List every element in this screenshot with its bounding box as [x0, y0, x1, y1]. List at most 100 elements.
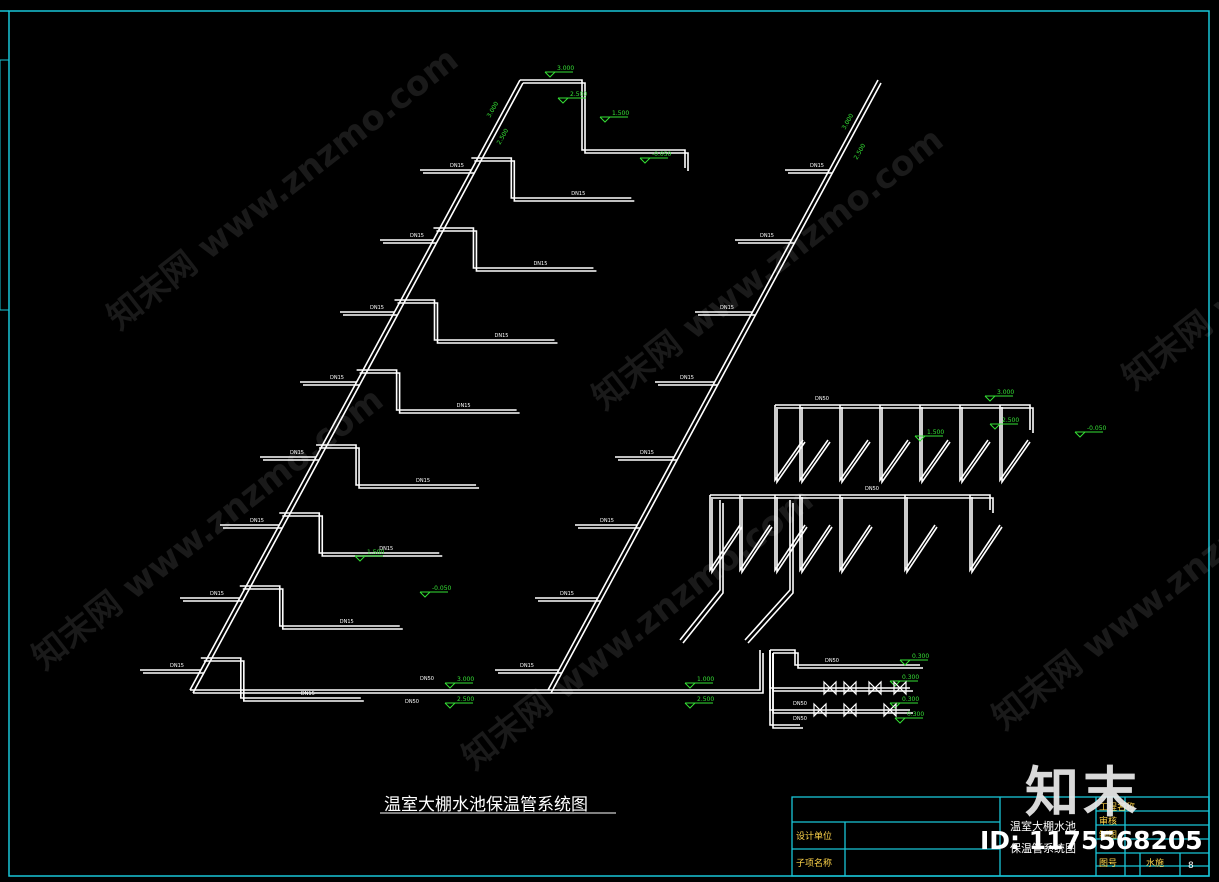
left-drop-loop — [316, 444, 477, 486]
outlet-3 — [769, 650, 910, 711]
pipe-size-label: DN15 — [301, 691, 315, 697]
upper-manifold-drop — [1001, 407, 1031, 485]
upper-manifold-drop — [799, 405, 829, 483]
pipe-size-label: DN15 — [410, 233, 424, 239]
pipe-network — [140, 79, 1034, 729]
valve-symbol — [868, 680, 882, 696]
diag-feeder-2 — [747, 503, 794, 644]
left-drop-loop — [397, 302, 558, 344]
pipe-size-label: DN50 — [865, 486, 879, 492]
valve-symbol — [883, 702, 897, 718]
upper-manifold-drop — [921, 407, 951, 485]
elevation-label: 1.500 — [612, 110, 629, 117]
left-drop-loop — [279, 512, 440, 554]
elevation-label: 3.000 — [457, 676, 474, 683]
elevation-marker — [544, 71, 573, 78]
pipe-size-label: DN15 — [680, 375, 694, 381]
left-main-riser — [192, 82, 524, 694]
outlet-1 — [770, 649, 920, 666]
elevation-label: 2.500 — [697, 696, 714, 703]
elevation-label: 2.500 — [1002, 417, 1019, 424]
upper-manifold-drop — [879, 405, 909, 483]
left-top-branch — [523, 82, 689, 171]
elevation-marker — [684, 682, 713, 689]
pipe-size-label: DN15 — [416, 478, 430, 484]
lower-manifold-drop — [709, 495, 741, 573]
pipe-size-label: DN15 — [760, 233, 774, 239]
elevation-label: 3.000 — [557, 65, 574, 72]
lower-manifold-drop — [774, 495, 806, 573]
upper-manifold — [775, 404, 1031, 430]
elevation-marker — [354, 555, 383, 562]
left-drop-loop — [394, 299, 555, 341]
upper-manifold-drop — [776, 407, 806, 485]
sheet-number: 8 — [1188, 861, 1194, 871]
elevation-label: -0.050 — [652, 151, 672, 158]
elevation-label: 1.500 — [367, 549, 384, 556]
bottom-main — [193, 653, 764, 694]
left-drop-loop — [200, 657, 361, 699]
diag-feeder-1 — [679, 500, 721, 641]
outlet-2 — [769, 650, 910, 689]
valve-symbol — [843, 680, 857, 696]
elevation-label: 2.500 — [570, 91, 587, 98]
left-drop-loop — [471, 157, 632, 199]
lower-manifold-drop — [841, 497, 873, 575]
elevation-label: 1.000 — [697, 676, 714, 683]
pipe-labels: 3.0002.5001.0002.500DN15DN15DN15DN15DN15… — [170, 65, 1107, 724]
pipe-size-label: DN15 — [720, 305, 734, 311]
title-block — [791, 796, 1210, 877]
elevation-label: 1.500 — [927, 429, 944, 436]
lower-manifold-drop — [839, 495, 871, 573]
asset-id: ID: 1175568205 — [980, 826, 1203, 855]
drawing-name-line1: 温室大棚水池 — [1010, 820, 1076, 833]
outlet-4 — [769, 650, 800, 726]
left-drop-loop — [282, 515, 443, 557]
elevation-marker — [899, 659, 928, 666]
elevation-marker — [557, 97, 586, 104]
outlet-2 — [772, 653, 913, 692]
valve-symbol — [823, 680, 837, 696]
upper-manifold-drop — [841, 407, 871, 485]
pipe-size-label: DN15 — [457, 403, 471, 409]
project-label: 工程名称 — [1099, 803, 1136, 813]
pipe-size-label: DN15 — [494, 333, 508, 339]
lower-manifold-drop — [906, 497, 938, 575]
elevation-label: -0.050 — [1087, 425, 1107, 432]
upper-manifold-drop — [839, 405, 869, 483]
pipe-size-label: DN50 — [405, 699, 419, 705]
lower-manifold-drop — [741, 497, 773, 575]
elevation-marker — [989, 423, 1018, 430]
elevation-marker — [889, 680, 918, 687]
elevation-marker — [599, 116, 628, 123]
elevation-marker — [444, 702, 473, 709]
left-drop-loop — [203, 660, 364, 702]
lower-manifold-drop — [904, 495, 936, 573]
pipe-size-label: DN15 — [640, 450, 654, 456]
brand-logo: 知末 — [1025, 761, 1141, 824]
left-drop-loop — [436, 230, 597, 272]
pipe-size-label: DN15 — [571, 191, 585, 197]
elevation-label: 0.300 — [907, 711, 924, 718]
elevation-label: 2.500 — [853, 142, 868, 161]
valve-symbol — [843, 702, 857, 718]
pipe-size-label: DN15 — [250, 518, 264, 524]
upper-manifold-drop — [959, 405, 989, 483]
outlet-4 — [772, 653, 803, 729]
diag-feeder-1 — [682, 503, 724, 644]
lower-manifold-drop — [711, 497, 743, 575]
lower-manifold-drop — [776, 497, 808, 575]
pipe-size-label: DN15 — [290, 450, 304, 456]
elevation-marker — [639, 157, 668, 164]
upper-manifold-drop — [881, 407, 911, 485]
lower-manifold-drop — [971, 497, 1003, 575]
pipe-size-label: DN15 — [330, 375, 344, 381]
lower-manifold-drop — [969, 495, 1001, 573]
lower-manifold — [713, 497, 994, 513]
left-drop-loop — [242, 588, 403, 630]
diag-feeder-2 — [744, 500, 791, 641]
valve-symbol — [813, 702, 827, 718]
pipe-size-label: DN15 — [170, 663, 184, 669]
pipe-size-label: DN15 — [810, 163, 824, 169]
